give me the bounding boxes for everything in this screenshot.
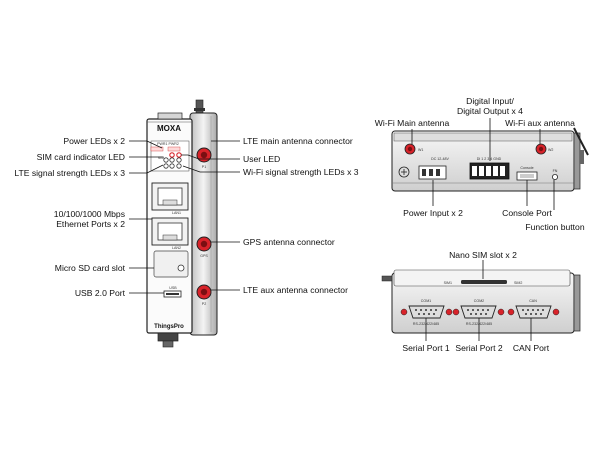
can-mark: CAN bbox=[529, 299, 537, 303]
com2-mark: COM2 bbox=[474, 299, 484, 303]
callout-wifi-main-antenna: Wi-Fi Main antenna bbox=[374, 118, 450, 128]
callout-lte-aux-antenna: LTE aux antenna connector bbox=[243, 285, 348, 295]
db9-ports bbox=[408, 305, 552, 319]
callout-serial-port-2: Serial Port 2 bbox=[455, 343, 503, 353]
conn-gps-mark: GPS bbox=[200, 254, 208, 258]
sim-led-mark: SIM bbox=[158, 156, 164, 160]
console-mark: Console bbox=[520, 166, 533, 170]
callout-lte-signal-leds: LTE signal strength LEDs x 3 bbox=[14, 168, 125, 178]
bottom-device bbox=[381, 269, 581, 334]
bottom-leaders bbox=[425, 260, 532, 341]
callout-nano-sim: Nano SIM slot x 2 bbox=[449, 250, 517, 260]
w2-mark: W2 bbox=[548, 148, 553, 152]
w1-mark: W1 bbox=[418, 148, 423, 152]
top-device bbox=[391, 127, 589, 192]
callout-ethernet-ports: 10/100/1000 Mbps Ethernet Ports x 2 bbox=[53, 209, 125, 229]
callout-usb: USB 2.0 Port bbox=[74, 288, 125, 298]
callout-wifi-signal-leds: Wi-Fi signal strength LEDs x 3 bbox=[243, 167, 359, 177]
dio-row-mark: DI 1 2 3 4 GND bbox=[477, 157, 502, 161]
callout-power-input: Power Input x 2 bbox=[403, 208, 463, 218]
rs2-mark: RS-232/422/485 bbox=[466, 322, 492, 326]
rs1-mark: RS-232/422/485 bbox=[413, 322, 439, 326]
callout-lte-main-antenna: LTE main antenna connector bbox=[243, 136, 353, 146]
pwr-leds-mark: PWR1 PWR2 bbox=[157, 142, 179, 146]
device-brand: MOXA bbox=[157, 124, 181, 133]
front-connectors bbox=[196, 147, 212, 300]
usb-mark: USB bbox=[169, 286, 177, 290]
callout-console-port: Console Port bbox=[502, 208, 552, 218]
callout-function-button: Function button bbox=[525, 222, 585, 232]
dc-mark: DC 12-48V bbox=[431, 157, 449, 161]
sim2-mark: SIM2 bbox=[514, 281, 522, 285]
callout-micro-sd: Micro SD card slot bbox=[54, 263, 125, 273]
callout-can-port: CAN Port bbox=[512, 343, 550, 353]
front-leaders bbox=[129, 140, 240, 294]
callout-dio: Digital Input/ Digital Output x 4 bbox=[457, 96, 523, 116]
lan1-mark: LAN1 bbox=[172, 211, 181, 215]
sim1-mark: SIM1 bbox=[444, 281, 452, 285]
front-device bbox=[146, 99, 218, 348]
fn-mark: FN bbox=[553, 169, 558, 173]
callout-wifi-aux-antenna: Wi-Fi aux antenna bbox=[505, 118, 575, 128]
callout-sim-led: SIM card indicator LED bbox=[36, 152, 125, 162]
top-leaders bbox=[411, 118, 555, 210]
callout-power-leds: Power LEDs x 2 bbox=[63, 136, 125, 146]
callout-gps-antenna: GPS antenna connector bbox=[243, 237, 335, 247]
callout-user-led: User LED bbox=[243, 154, 281, 164]
device-model: ThingsPro bbox=[154, 324, 184, 330]
callout-serial-port-1: Serial Port 1 bbox=[402, 343, 450, 353]
lan2-mark: LAN2 bbox=[172, 246, 181, 250]
conn-aux-mark: P2 bbox=[202, 302, 206, 306]
conn-top-mark: P1 bbox=[202, 165, 206, 169]
com1-mark: COM1 bbox=[421, 299, 431, 303]
